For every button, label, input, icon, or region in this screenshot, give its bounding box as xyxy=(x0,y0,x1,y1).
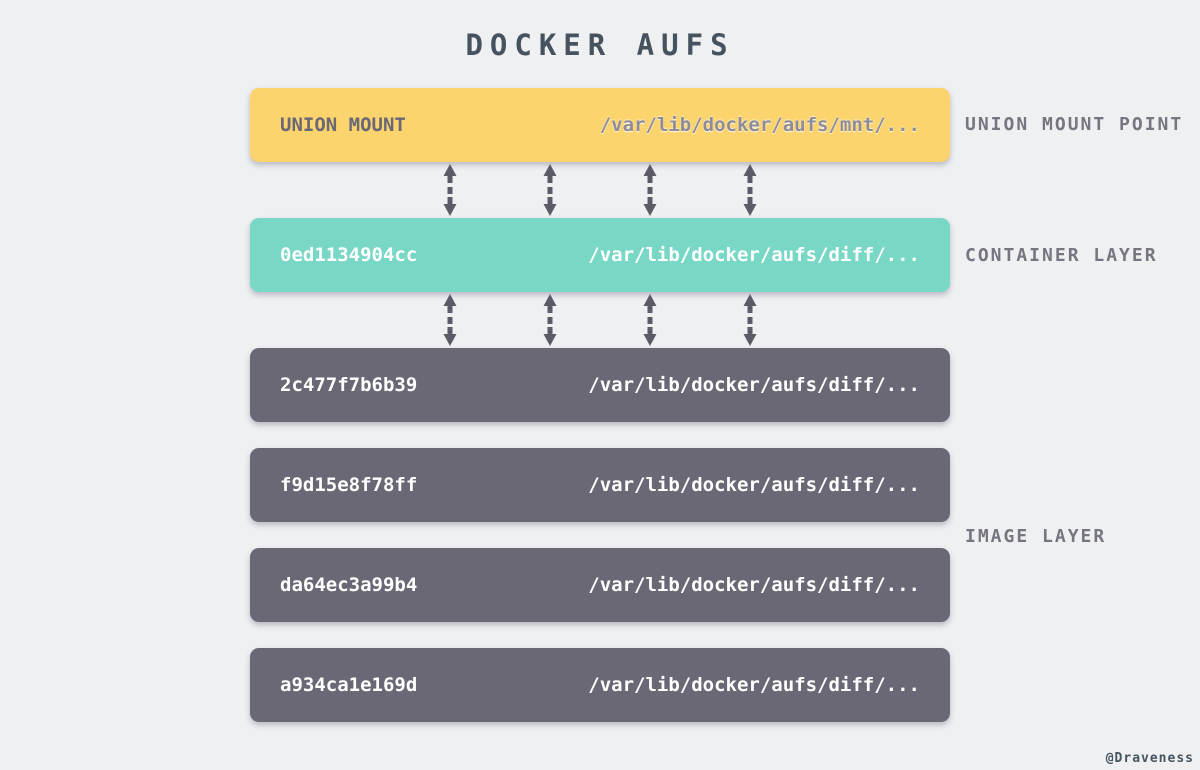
arrow-row-container-image xyxy=(250,294,950,346)
arrow-row-union-container xyxy=(250,164,950,216)
image-layer-box: f9d15e8f78ff /var/lib/docker/aufs/diff/.… xyxy=(250,448,950,522)
union-mount-box: UNION MOUNT /var/lib/docker/aufs/mnt/... xyxy=(250,88,950,162)
double-arrow-icon xyxy=(643,294,657,346)
double-arrow-icon xyxy=(643,164,657,216)
layer-path-label: /var/lib/docker/aufs/diff/... xyxy=(588,474,920,496)
double-arrow-icon xyxy=(543,164,557,216)
layer-path-label: /var/lib/docker/aufs/diff/... xyxy=(588,244,920,266)
double-arrow-icon xyxy=(443,294,457,346)
layer-id-label: da64ec3a99b4 xyxy=(280,574,418,596)
layer-id-label: UNION MOUNT xyxy=(280,114,406,136)
container-layer-box: 0ed1134904cc /var/lib/docker/aufs/diff/.… xyxy=(250,218,950,292)
double-arrow-icon xyxy=(743,164,757,216)
image-layer-label: IMAGE LAYER xyxy=(965,526,1107,547)
image-layer-box: 2c477f7b6b39 /var/lib/docker/aufs/diff/.… xyxy=(250,348,950,422)
double-arrow-icon xyxy=(543,294,557,346)
layer-path-label: /var/lib/docker/aufs/diff/... xyxy=(588,374,920,396)
layer-path-label: /var/lib/docker/aufs/diff/... xyxy=(588,574,920,596)
double-arrow-icon xyxy=(443,164,457,216)
image-layer-box: a934ca1e169d /var/lib/docker/aufs/diff/.… xyxy=(250,648,950,722)
layer-path-label: /var/lib/docker/aufs/diff/... xyxy=(588,674,920,696)
page-title: DOCKER AUFS xyxy=(465,28,735,62)
layer-id-label: a934ca1e169d xyxy=(280,674,418,696)
union-mount-point-label: UNION MOUNT POINT xyxy=(965,114,1184,135)
double-arrow-icon xyxy=(743,294,757,346)
watermark: @Draveness xyxy=(1105,751,1194,766)
layer-id-label: 2c477f7b6b39 xyxy=(280,374,418,396)
layer-id-label: 0ed1134904cc xyxy=(280,244,418,266)
image-layer-box: da64ec3a99b4 /var/lib/docker/aufs/diff/.… xyxy=(250,548,950,622)
layer-path-label: /var/lib/docker/aufs/mnt/... xyxy=(599,114,920,136)
container-layer-label: CONTAINER LAYER xyxy=(965,245,1158,266)
layer-id-label: f9d15e8f78ff xyxy=(280,474,418,496)
